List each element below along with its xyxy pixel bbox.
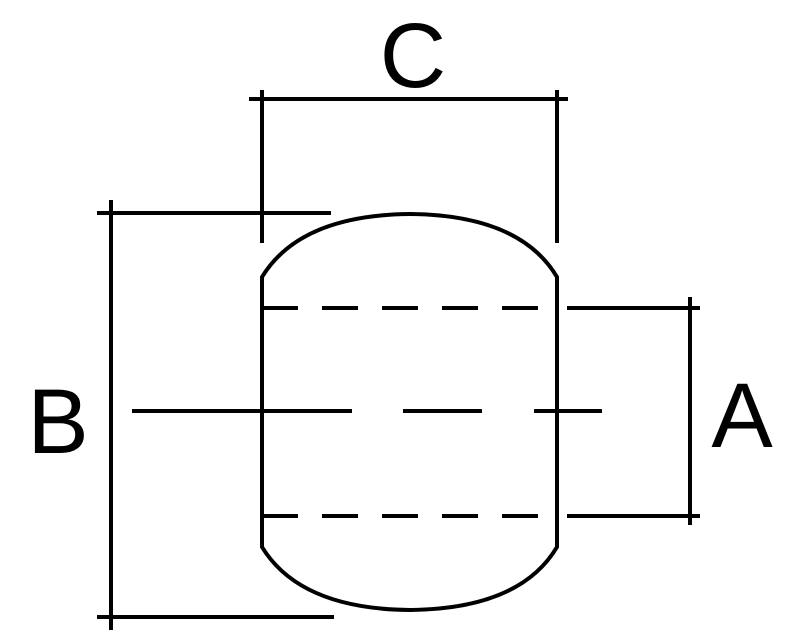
body-outline xyxy=(260,212,559,612)
label-a: A xyxy=(711,365,773,467)
label-c: C xyxy=(380,5,446,107)
label-b: B xyxy=(27,371,88,473)
